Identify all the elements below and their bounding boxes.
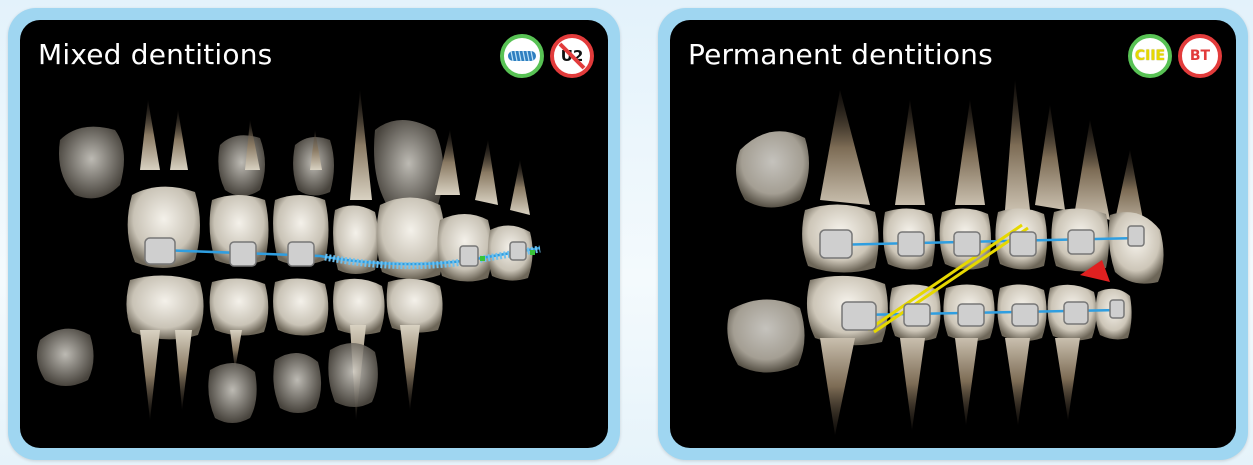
third-molar-lower	[727, 299, 804, 372]
mixed-dentitions-illustration	[20, 20, 608, 448]
tooth-germs-lower	[37, 329, 378, 423]
class-ii-elastics-badge[interactable]: CIIE	[1128, 34, 1172, 78]
permanent-dentitions-panel: Permanent dentitions CIIE BT	[658, 8, 1248, 460]
bite-turbo-icon: BT	[1190, 48, 1210, 64]
third-molar-upper	[736, 131, 809, 207]
bite-turbo-badge[interactable]: BT	[1178, 34, 1222, 78]
panel-title: Mixed dentitions	[38, 38, 272, 71]
upper-roots	[140, 90, 530, 215]
upper-crowns	[128, 187, 533, 282]
panel-title: Permanent dentitions	[688, 38, 993, 71]
permanent-dentitions-illustration	[670, 20, 1236, 448]
spring-coil-icon	[507, 48, 537, 64]
prohibited-slash-icon	[550, 34, 594, 78]
badge-group: CIIE BT	[1128, 34, 1222, 78]
mixed-dentitions-image-area: Mixed dentitions U2	[20, 20, 608, 448]
mixed-dentitions-panel: Mixed dentitions U2	[8, 8, 620, 460]
class-ii-elastics-icon: CIIE	[1135, 48, 1165, 64]
lower-crowns	[126, 275, 442, 339]
lower-roots	[820, 338, 1080, 435]
upper-roots	[820, 80, 1145, 230]
no-u2-badge[interactable]: U2	[550, 34, 594, 78]
permanent-dentitions-image-area: Permanent dentitions CIIE BT	[670, 20, 1236, 448]
badge-group: U2	[500, 34, 594, 78]
spring-coil-badge[interactable]	[500, 34, 544, 78]
